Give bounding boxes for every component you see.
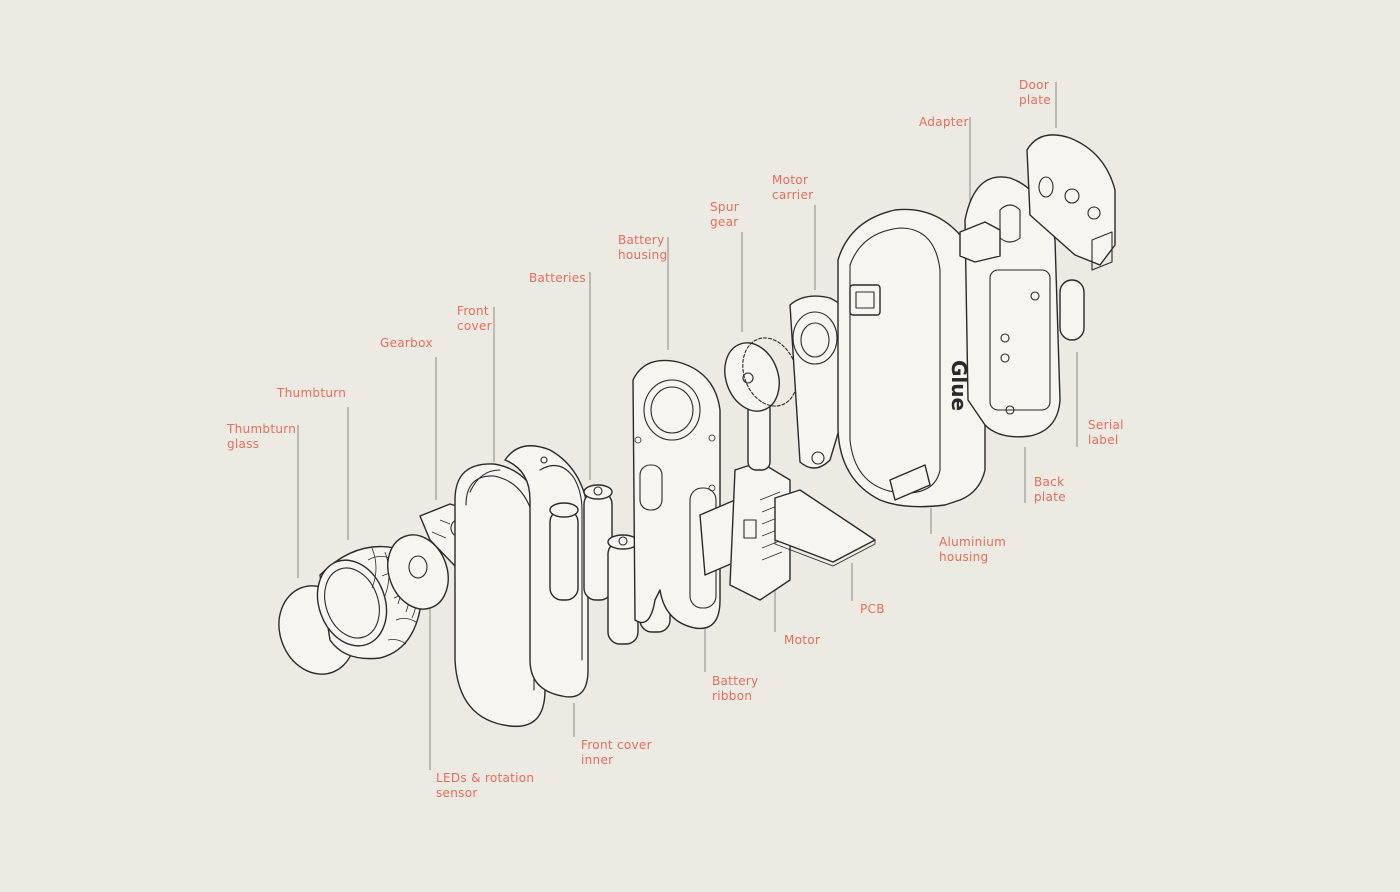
adapter-part — [959, 221, 1001, 263]
leds-rotation-sensor-part — [387, 534, 449, 610]
spur-gear-part — [724, 337, 798, 412]
label-pcb: PCB — [860, 602, 885, 616]
label-batteries: Batteries — [529, 271, 586, 285]
label-gearbox: Gearbox — [380, 336, 433, 350]
label-adapter: Adapter — [919, 115, 969, 129]
battery-housing-part — [632, 359, 721, 630]
aluminium-housing-part: Glue — [837, 208, 986, 508]
label-thumbturn: Thumbturn — [277, 386, 347, 400]
serial-label-part — [1059, 279, 1085, 341]
door-plate-part — [1026, 134, 1116, 271]
pcb-part — [774, 489, 876, 567]
label-motor: Motor — [784, 633, 821, 647]
